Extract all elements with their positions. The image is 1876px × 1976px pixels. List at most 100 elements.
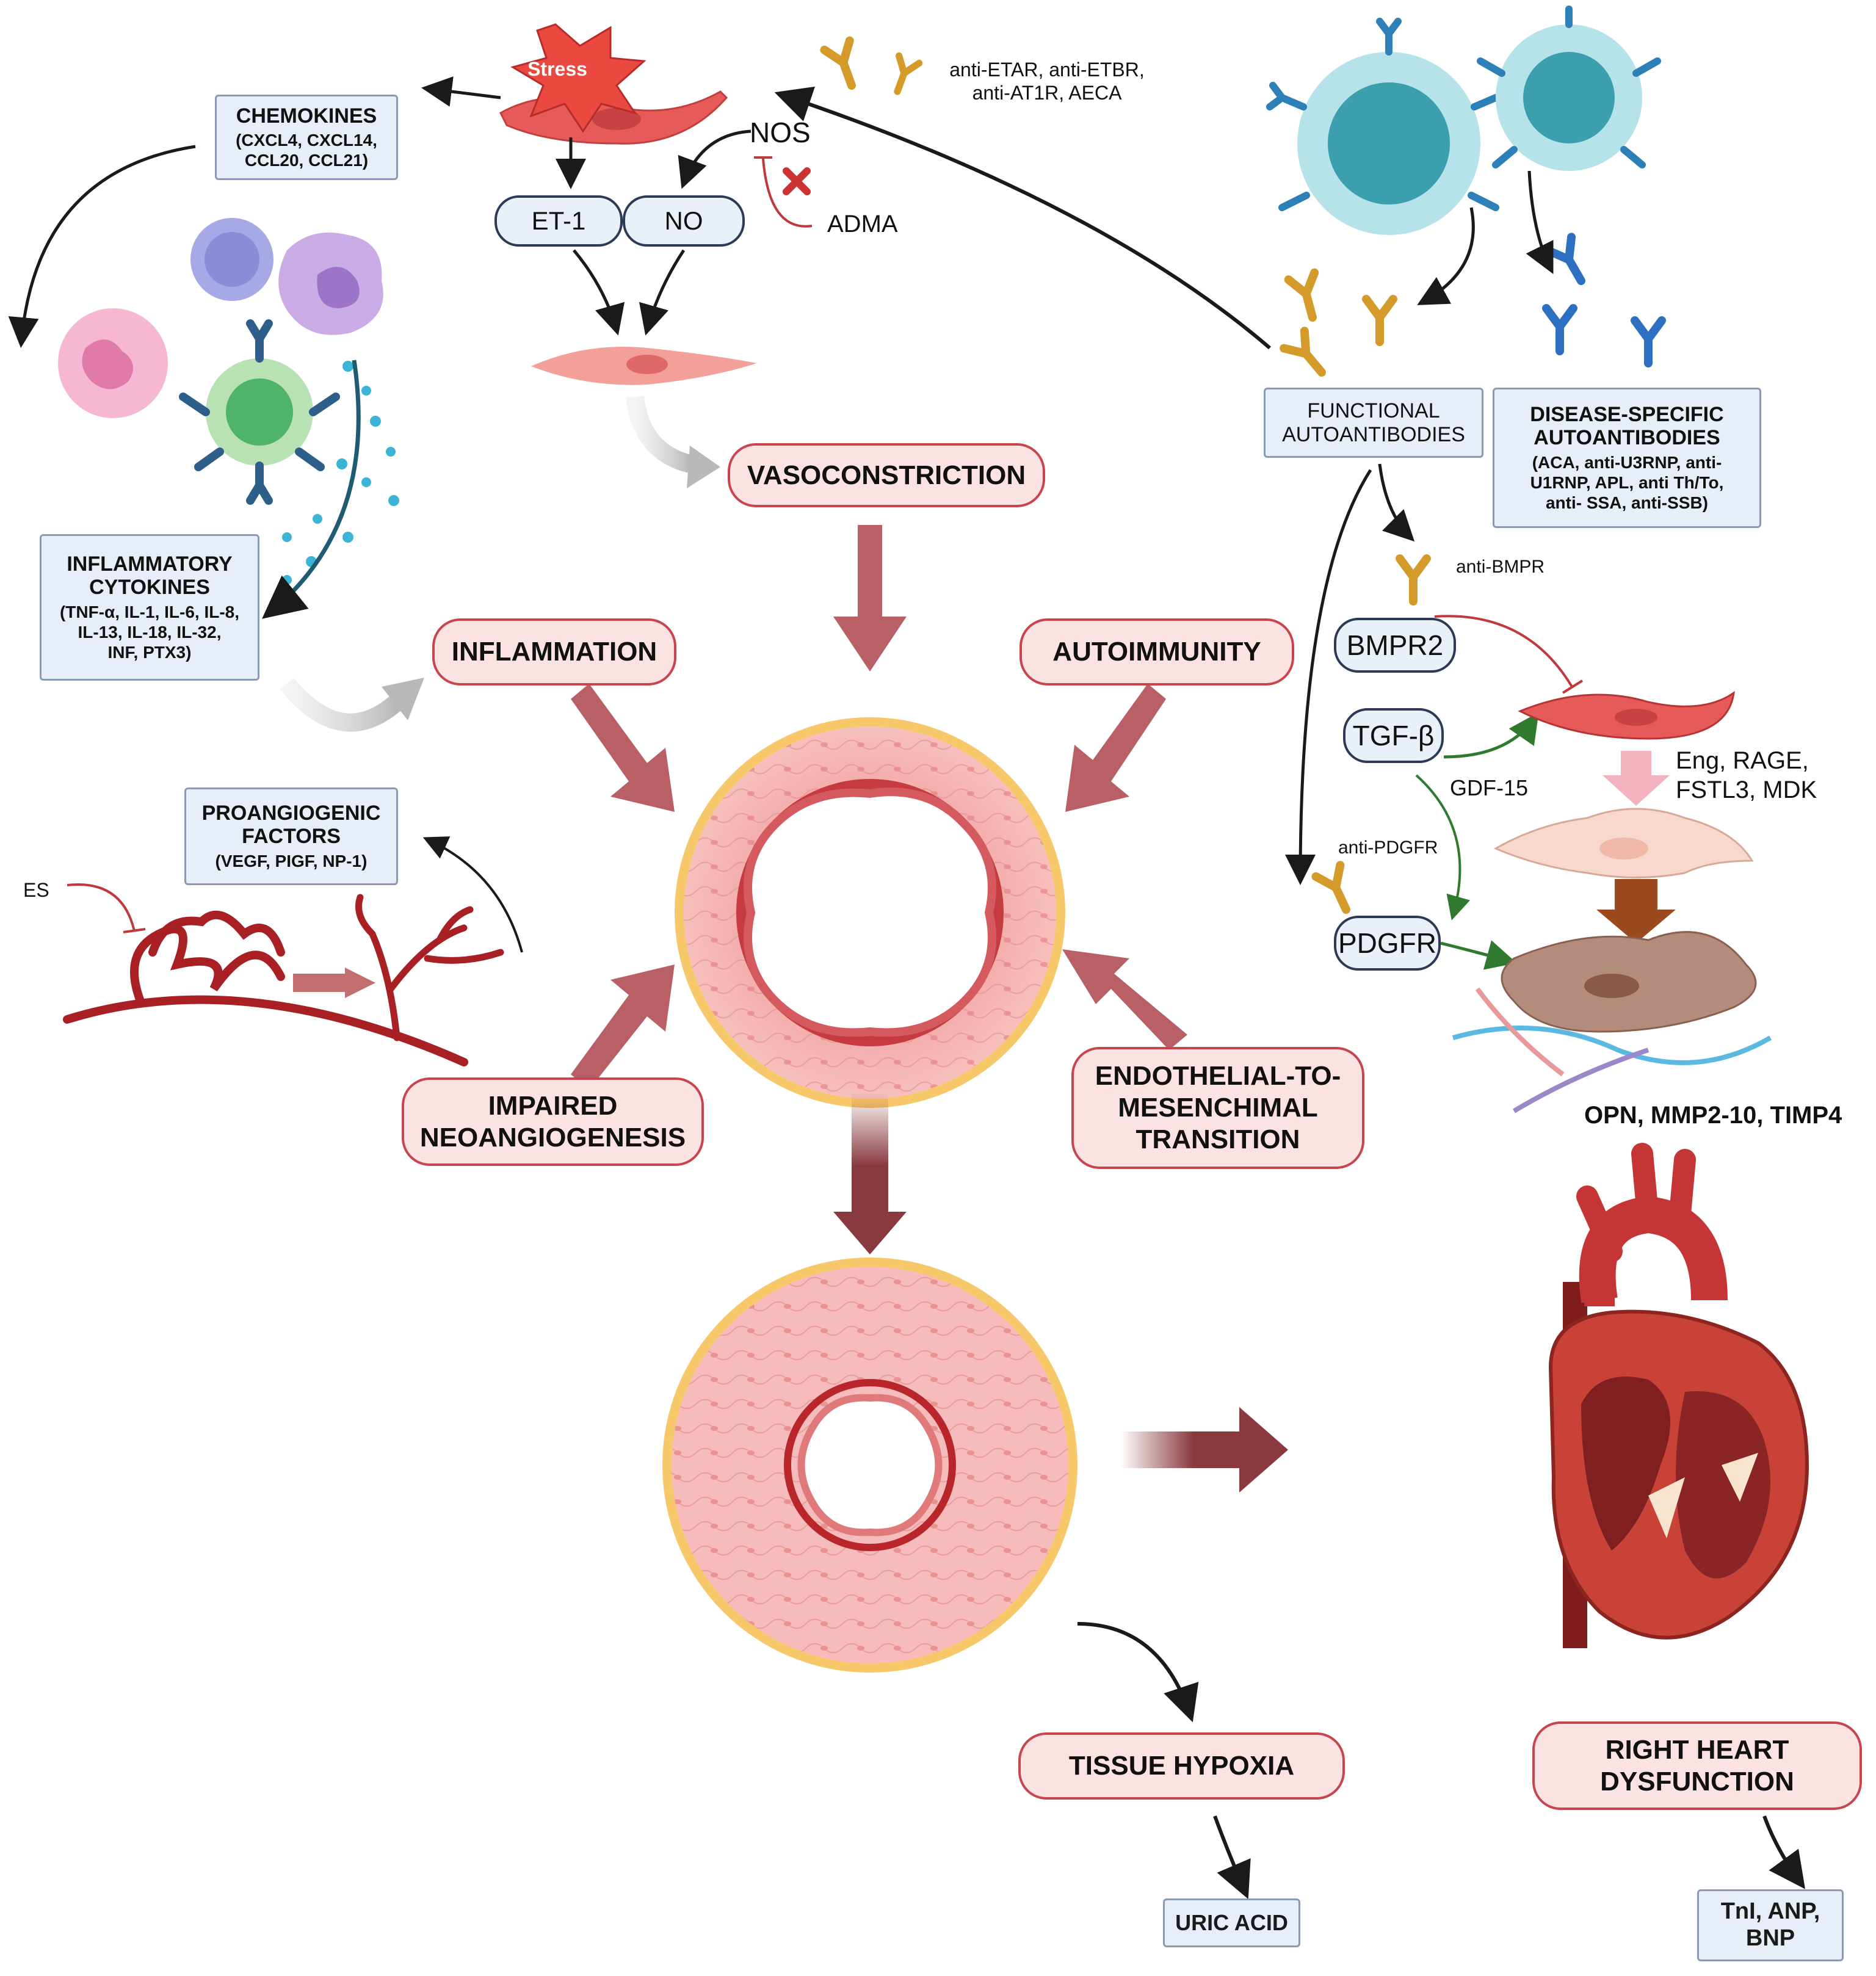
arrow-stress-to-chemokines — [421, 76, 501, 107]
arrow-functional-to-antibmpr — [1378, 463, 1415, 542]
stress-burst-icon — [510, 23, 646, 133]
arrow-vasoconstriction-to-vessel — [833, 525, 907, 671]
disease-specific-box: DISEASE-SPECIFIC AUTOANTIBODIES (ACA, an… — [1493, 388, 1761, 528]
arrow-nos-to-no — [678, 129, 751, 189]
arrow-neoangio-to-vessel — [571, 964, 675, 1090]
extracellular-matrix-fibers — [1452, 987, 1772, 1113]
myofibroblast-cell — [1501, 931, 1757, 1033]
arrow-tgfb-to-pdgfr — [1415, 774, 1471, 921]
disease-specific-title: DISEASE-SPECIFIC AUTOANTIBODIES — [1530, 403, 1724, 450]
endothelial-cell-target — [1518, 690, 1735, 740]
proangiogenic-title: PROANGIOGENIC FACTORS — [201, 802, 381, 849]
functional-antibody-icon — [824, 41, 919, 95]
remodeled-artery-cross-section — [662, 1258, 1077, 1673]
ecm-markers-label: OPN, MMP2-10, TIMP4 — [1584, 1102, 1842, 1129]
cytokines-box: INFLAMMATORY CYTOKINES (TNF-α, IL-1, IL-… — [40, 534, 259, 681]
pulmonary-artery-cross-section — [675, 717, 1065, 1108]
anti-pdgfr-antibody-icon — [1316, 865, 1358, 915]
arrow-bcell-to-functional — [1417, 207, 1475, 305]
vasoconstriction-pill: VASOCONSTRICTION — [728, 443, 1045, 507]
arrow-chemokines-to-cells — [8, 145, 196, 348]
cytokine-dots — [282, 361, 399, 585]
chemokines-title: CHEMOKINES — [236, 104, 377, 128]
functional-antibody-list: anti-ETAR, anti-ETBR, anti-AT1R, AECA — [949, 59, 1145, 104]
chemokines-box: CHEMOKINES (CXCL4, CXCL14, CCL20, CCL21) — [215, 95, 398, 180]
arrow-brown-down — [1596, 879, 1676, 943]
arrow-to-proangiogenic — [422, 836, 523, 953]
b-cell-1 — [1266, 18, 1499, 235]
heart-markers-box: TnI, ANP, BNP — [1697, 1889, 1844, 1961]
right-heart-dysfunction-pill: RIGHT HEART DYSFUNCTION — [1532, 1721, 1862, 1810]
t-cell — [179, 319, 340, 505]
arrow-heart-to-markers — [1762, 1815, 1806, 1889]
functional-antibodies-icon — [1284, 273, 1393, 381]
adma-label: ADMA — [827, 211, 898, 237]
no-node: NO — [623, 195, 745, 247]
inhibit-es — [67, 883, 146, 933]
transitioning-cell — [1493, 808, 1754, 878]
arrowhead-grey-inflammation — [382, 678, 424, 720]
arrow-functional-to-pdgfr — [1285, 469, 1372, 885]
nos-label: NOS — [750, 117, 811, 148]
arrow-pdgfr-to-fibroblast — [1440, 940, 1517, 970]
arrow-right-head — [1239, 1407, 1288, 1493]
functional-autoantibodies-box: FUNCTIONAL AUTOANTIBODIES — [1264, 388, 1483, 458]
cytokines-items: (TNF-α, IL-1, IL-6, IL-8, IL-13, IL-18, … — [59, 602, 240, 662]
endmt-pill: ENDOTHELIAL-TO- MESENCHIMAL TRANSITION — [1071, 1047, 1364, 1169]
disease-specific-items: (ACA, anti-U3RNP, anti- U1RNP, APL, anti… — [1530, 452, 1724, 512]
arrow-pink-down — [1603, 751, 1670, 806]
heart-illustration — [1548, 1143, 1809, 1648]
arrow-autoimmunity-to-vessel — [1065, 684, 1166, 812]
arrow-bcell-to-disease — [1526, 170, 1554, 274]
arrowhead-angio — [345, 968, 375, 998]
arrow-hypoxia-to-uric — [1213, 1815, 1251, 1900]
autoimmunity-pill: AUTOIMMUNITY — [1019, 618, 1294, 686]
vessel-tangle — [63, 910, 468, 1066]
neutrophil-cell — [58, 308, 168, 418]
stress-label: Stress — [527, 58, 587, 80]
tissue-hypoxia-pill: TISSUE HYPOXIA — [1018, 1732, 1345, 1800]
et1-node: ET-1 — [494, 195, 623, 247]
pdgfr-node: PDGFR — [1334, 916, 1441, 971]
arrow-down-head — [833, 1212, 907, 1254]
arrow-tgfb-to-cell — [1443, 712, 1539, 759]
monocyte-cell — [278, 232, 383, 335]
disease-specific-antibodies-icon — [1546, 237, 1662, 363]
anti-bmpr-antibody-icon — [1400, 559, 1427, 601]
arrow-et1-to-smc — [573, 249, 625, 336]
proangiogenic-items: (VEGF, PIGF, NP-1) — [215, 851, 368, 870]
inhibit-adma-nos — [754, 156, 813, 228]
gdf15-label: GDF-15 — [1450, 775, 1529, 800]
arrow-down-shaft — [852, 1093, 888, 1215]
b-cell-2 — [1477, 5, 1661, 171]
anti-bmpr-label: anti-BMPR — [1456, 557, 1545, 577]
eng-markers-label: Eng, RAGE, FSTL3, MDK — [1676, 747, 1817, 803]
arrow-inflammation-to-vessel — [571, 684, 675, 812]
chemokines-items: (CXCL4, CXCL14, CCL20, CCL21) — [236, 131, 377, 170]
arrowhead-grey-vasoconstriction — [687, 446, 720, 488]
smooth-muscle-cell — [531, 347, 757, 385]
inflammation-pill: INFLAMMATION — [432, 618, 676, 686]
inhibit-bmpr2-to-cell — [1434, 615, 1584, 694]
cytokines-title: INFLAMMATORY CYTOKINES — [67, 552, 233, 599]
arrow-cells-to-cytokines — [262, 360, 361, 619]
arrow-functional-to-nos — [774, 86, 1271, 350]
arrow-endmt-to-vessel — [1062, 949, 1187, 1050]
lymphocyte-cell — [190, 218, 273, 301]
arrow-smc-to-vasoconstriction — [626, 396, 693, 473]
arrow-cytokines-to-inflammation — [280, 678, 403, 732]
uric-acid-box: URIC ACID — [1163, 1898, 1300, 1947]
arrow-vessel-to-hypoxia — [1077, 1622, 1199, 1723]
arrow-right-shaft — [1120, 1431, 1242, 1468]
impaired-neoangiogenesis-pill: IMPAIRED NEOANGIOGENESIS — [402, 1077, 704, 1166]
tgfb-node: TGF-β — [1343, 708, 1444, 763]
functional-autoantibodies-title: FUNCTIONAL AUTOANTIBODIES — [1282, 399, 1465, 446]
proangiogenic-box: PROANGIOGENIC FACTORS (VEGF, PIGF, NP-1) — [184, 787, 398, 885]
vessel-branching — [355, 894, 504, 1041]
es-label: ES — [23, 879, 49, 901]
anti-pdgfr-label: anti-PDGFR — [1338, 838, 1438, 858]
arrow-no-to-smc — [639, 249, 686, 336]
block-x-icon — [783, 167, 811, 195]
bmpr2-node: BMPR2 — [1334, 618, 1456, 673]
